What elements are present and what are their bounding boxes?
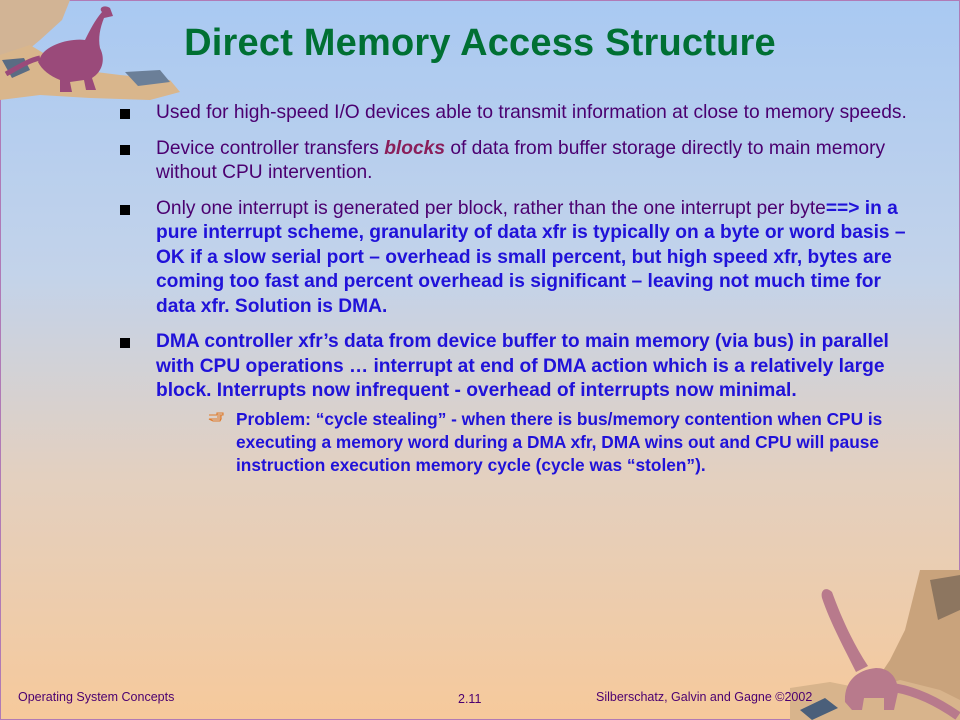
dinosaur-top-illustration (0, 0, 180, 100)
bullet-list: Used for high-speed I/O devices able to … (118, 101, 908, 488)
bullet-item: Only one interrupt is generated per bloc… (118, 197, 908, 320)
bullet-item: Device controller transfers blocks of da… (118, 137, 908, 186)
bullet-text: Only one interrupt is generated per bloc… (156, 197, 826, 219)
emphasis-text: blocks (384, 137, 445, 159)
bullet-text: of data from buffer storage directly to … (156, 137, 886, 184)
sub-bullet-item: Problem: “cycle stealing” - when there i… (208, 408, 908, 478)
footer-page-number: 2.11 (458, 692, 482, 706)
square-bullet-icon (120, 338, 130, 348)
bullet-text: Device controller transfers (156, 137, 385, 159)
bullet-item: Used for high-speed I/O devices able to … (118, 101, 908, 126)
sub-bullet-text: Problem: “cycle stealing” - when there i… (236, 408, 883, 476)
square-bullet-icon (120, 204, 130, 215)
bullet-text: Used for high-speed I/O devices able to … (156, 102, 907, 123)
bullet-text: DMA controller xfr’s data from device bu… (156, 331, 889, 401)
footer-copyright: Silberschatz, Galvin and Gagne ©2002 (596, 690, 813, 704)
footer-book-title: Operating System Concepts (18, 690, 175, 704)
pointing-hand-icon (208, 411, 224, 422)
bold-text: ==> in a pure interrupt scheme, granular… (156, 197, 906, 317)
bullet-item: DMA controller xfr’s data from device bu… (118, 330, 908, 477)
square-bullet-icon (120, 144, 130, 155)
dinosaur-bottom-illustration (790, 570, 960, 720)
square-bullet-icon (120, 109, 130, 119)
slide-title: Direct Memory Access Structure (184, 22, 776, 64)
